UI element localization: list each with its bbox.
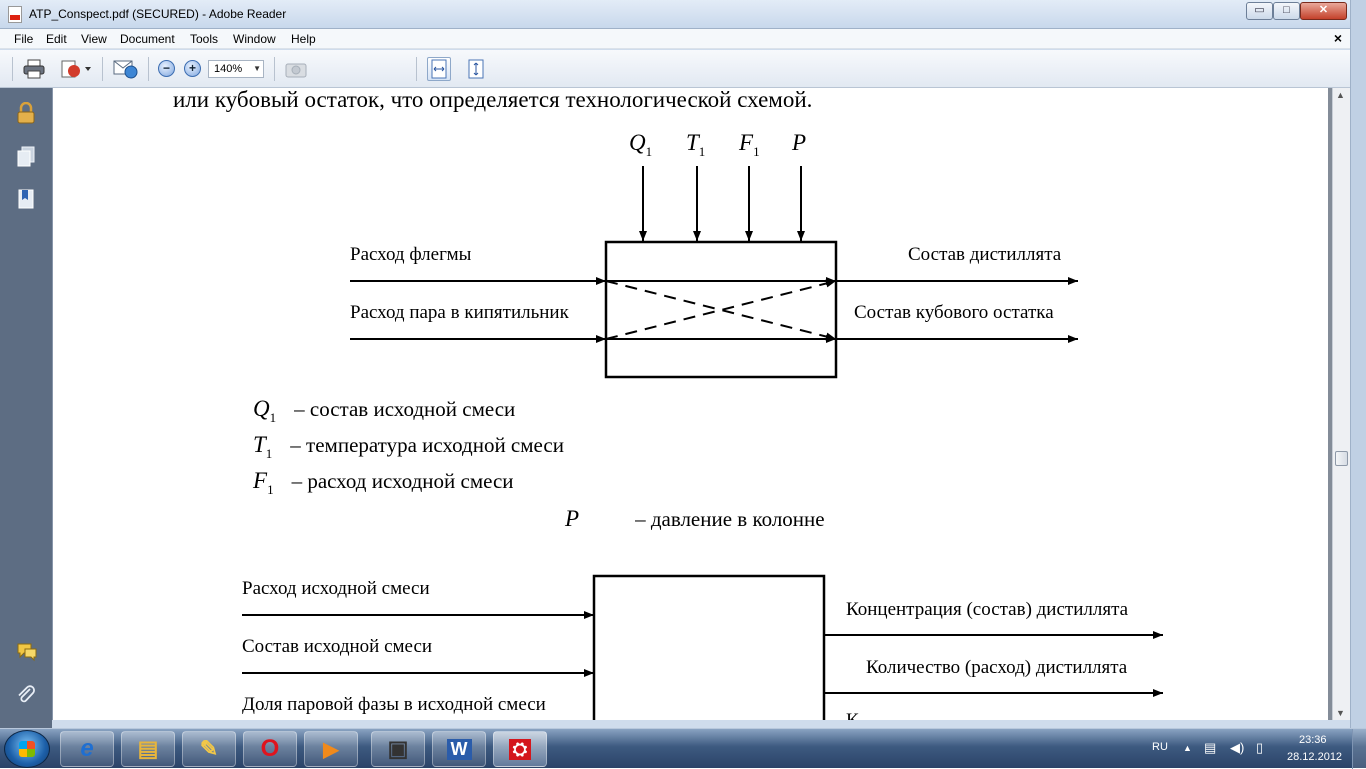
menu-tools[interactable]: Tools	[190, 32, 219, 46]
zoom-in-icon[interactable]: +	[184, 60, 201, 77]
menu-file[interactable]: File	[14, 32, 34, 46]
print-icon[interactable]	[22, 57, 46, 81]
label-distillate-flow: Количество (расход) дистиллята	[866, 657, 1128, 678]
internet-explorer-icon: e	[80, 735, 94, 762]
menu-help[interactable]: Help	[291, 32, 316, 46]
scroll-up-arrow-icon[interactable]: ▲	[1336, 90, 1345, 100]
acrobat-icon: ⛭	[508, 738, 532, 760]
toolbar-separator	[416, 57, 417, 81]
security-lock-icon[interactable]	[16, 101, 36, 124]
toolbar: − + 140% ▼	[0, 50, 1350, 88]
symbol-q1: Q1	[629, 130, 653, 159]
document-view[interactable]: или кубовый остаток, что определяется те…	[52, 88, 1328, 720]
maximize-button[interactable]: □	[1273, 2, 1300, 20]
label-distillate-composition: Состав дистиллята	[908, 244, 1062, 265]
navigation-pane	[0, 88, 52, 728]
symbol-f1: F1	[739, 130, 760, 159]
scrollbar-thumb[interactable]	[1335, 451, 1348, 466]
menu-bar: File Edit View Document Tools Window Hel…	[0, 29, 1350, 49]
process-box-2	[592, 574, 826, 720]
media-player-icon: ▶	[323, 738, 339, 761]
vertical-scrollbar[interactable]: ▲ ▼	[1332, 88, 1350, 720]
fit-page-icon[interactable]	[464, 57, 488, 81]
label-feed-composition: Состав исходной смеси	[242, 636, 433, 657]
clock-time[interactable]: 23:36	[1299, 734, 1327, 746]
opera-icon: O	[260, 735, 280, 762]
snapshot-icon[interactable]	[284, 57, 308, 81]
battery-icon[interactable]: ▯	[1256, 740, 1264, 755]
taskbar: e ▤ ✎ O ▶ ▣ W ⛭ RU ▲ ▤ ◀) ▯ 23:36 28.12.…	[0, 728, 1366, 769]
menu-edit[interactable]: Edit	[46, 32, 67, 46]
tool-icon: ✎	[199, 736, 219, 761]
label-distillate-concentration: Концентрация (состав) дистиллята	[846, 599, 1129, 620]
menu-document[interactable]: Document	[120, 32, 175, 46]
bookmarks-icon[interactable]	[16, 188, 36, 210]
zoom-out-icon[interactable]: −	[158, 60, 175, 77]
window-frame-right	[1350, 0, 1366, 728]
label-vapor-fraction: Доля паровой фазы в исходной смеси	[242, 694, 546, 715]
show-desktop-button[interactable]	[1352, 729, 1366, 769]
toolbar-grip	[12, 57, 13, 81]
title-bar: ATP_Conspect.pdf (SECURED) - Adobe Reade…	[0, 0, 1366, 29]
comments-icon[interactable]	[16, 642, 37, 664]
attachments-icon[interactable]	[16, 684, 36, 706]
collaborate-icon[interactable]	[110, 57, 140, 81]
taskbar-tool[interactable]: ✎	[182, 731, 236, 767]
taskbar-opera[interactable]: O	[243, 731, 297, 767]
fit-width-icon[interactable]	[427, 57, 451, 81]
word-icon: W	[446, 738, 472, 760]
pages-icon[interactable]	[16, 146, 36, 168]
scanner-icon: ▣	[387, 736, 409, 761]
volume-icon[interactable]: ◀)	[1230, 740, 1245, 755]
taskbar-acrobat[interactable]: ⛭	[493, 731, 547, 767]
taskbar-explorer[interactable]: ▤	[121, 731, 175, 767]
create-pdf-icon[interactable]	[58, 57, 94, 81]
legend-f1: F1– расход исходной смеси	[253, 468, 514, 497]
scroll-down-arrow-icon[interactable]: ▼	[1336, 708, 1345, 718]
toolbar-separator	[274, 57, 275, 81]
language-indicator[interactable]: RU	[1152, 741, 1168, 753]
zoom-level-input[interactable]: 140% ▼	[208, 60, 264, 78]
process-box-1	[604, 240, 838, 379]
chevron-down-icon[interactable]: ▼	[253, 64, 261, 73]
paragraph-text: или кубовый остаток, что определяется те…	[173, 88, 813, 112]
page-edge	[1328, 88, 1332, 720]
start-button[interactable]	[4, 730, 50, 768]
tray-expand-icon[interactable]: ▲	[1183, 743, 1192, 753]
block-diagram-1	[242, 166, 1163, 720]
toolbar-separator	[148, 57, 149, 81]
close-document-button[interactable]: ×	[1333, 30, 1342, 46]
symbol-t1: T1	[686, 130, 706, 159]
pdf-file-icon	[8, 6, 22, 23]
label-cut-off: К	[846, 710, 859, 720]
window-title: ATP_Conspect.pdf (SECURED) - Adobe Reade…	[29, 7, 287, 21]
minimize-button[interactable]: ▭	[1246, 2, 1273, 20]
close-button[interactable]: ✕	[1300, 2, 1347, 20]
taskbar-scanner[interactable]: ▣	[371, 731, 425, 767]
label-bottoms-composition: Состав кубового остатка	[854, 302, 1054, 323]
zoom-level-value: 140%	[214, 63, 243, 75]
menu-window[interactable]: Window	[233, 32, 276, 46]
symbol-p: P	[792, 130, 807, 155]
folder-icon: ▤	[137, 736, 159, 761]
menu-view[interactable]: View	[81, 32, 107, 46]
label-feed-flow: Расход исходной смеси	[242, 578, 430, 599]
toolbar-separator	[102, 57, 103, 81]
label-reflux-flow: Расход флегмы	[350, 244, 472, 265]
legend-p: P– давление в колонне	[565, 506, 825, 531]
clock-date[interactable]: 28.12.2012	[1287, 751, 1343, 763]
taskbar-ie[interactable]: e	[60, 731, 114, 767]
taskbar-media[interactable]: ▶	[304, 731, 358, 767]
legend-t1: T1– температура исходной смеси	[253, 432, 564, 461]
label-steam-flow: Расход пара в кипятильник	[350, 302, 569, 323]
legend-q1: Q1– состав исходной смеси	[253, 396, 516, 425]
taskbar-word[interactable]: W	[432, 731, 486, 767]
app-window: ATP_Conspect.pdf (SECURED) - Adobe Reade…	[0, 0, 1366, 728]
network-icon[interactable]: ▤	[1204, 740, 1217, 755]
